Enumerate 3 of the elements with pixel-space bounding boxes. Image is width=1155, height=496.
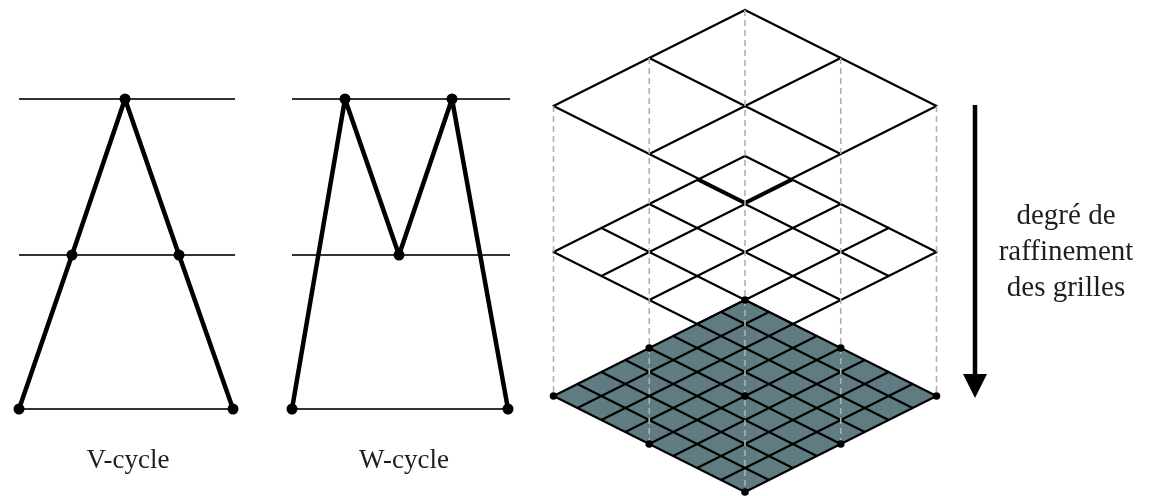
axis-label: degré de raffinement des grilles [997, 197, 1135, 304]
cycle-label: V-cycle [85, 443, 171, 476]
cycle-label: W-cycle [358, 443, 450, 476]
